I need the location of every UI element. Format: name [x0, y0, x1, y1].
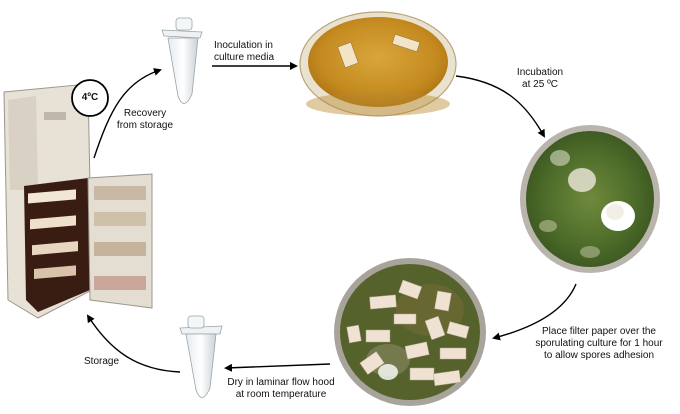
incubation-line-1: Incubation — [516, 67, 564, 78]
refrigerator-illustration — [3, 83, 153, 319]
arrow-fridge-to-tube — [93, 68, 162, 159]
arrow-incubation-to-filter — [492, 283, 577, 341]
dry-line-2: at room temperature — [235, 389, 327, 400]
inoculation-label: Inoculation in culture media — [214, 40, 304, 64]
incubation-line-2: at 25 ºC — [522, 79, 558, 90]
agar-plate-illustration — [299, 11, 457, 117]
arrow-plate-to-incubation — [455, 75, 545, 138]
filter-label: Place filter paper over the sporulating … — [520, 326, 678, 362]
incubation-label: Incubation at 25 ºC — [506, 67, 574, 91]
tube-top-illustration — [161, 17, 203, 104]
recovery-label: Recovery from storage — [106, 108, 184, 132]
sporulating-culture-illustration — [520, 125, 660, 273]
storage-label: Storage — [84, 356, 120, 367]
temperature-badge-circle — [71, 79, 109, 117]
recovery-line-1: Recovery — [123, 108, 167, 119]
inoculation-line-1: Inoculation in — [214, 40, 273, 51]
tube-bottom-illustration — [179, 315, 223, 398]
arrow-filter-to-tube — [224, 363, 331, 372]
filter-line-2: sporulating culture for 1 hour — [535, 338, 663, 349]
arrow-tube-to-storage — [86, 314, 181, 373]
filter-line-3: to allow spores adhesion — [543, 350, 655, 361]
recovery-line-2: from storage — [116, 120, 174, 131]
dry-label: Dry in laminar flow hood at room tempera… — [226, 377, 336, 401]
filter-line-1: Place filter paper over the — [542, 326, 656, 337]
temperature-badge-text: 4ºC — [81, 92, 99, 103]
filter-culture-illustration — [334, 258, 486, 406]
inoculation-line-2: culture media — [214, 52, 275, 63]
dry-line-1: Dry in laminar flow hood — [227, 377, 335, 388]
